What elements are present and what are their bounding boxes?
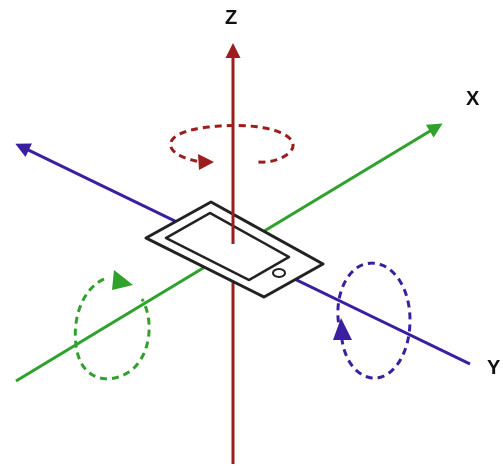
x-rotation-path (73, 277, 151, 381)
y-rotation-path (336, 261, 412, 380)
device-screen (164, 211, 291, 282)
y-axis-label: Y (487, 357, 501, 379)
smartphone-icon (144, 200, 325, 299)
device-home-button (272, 268, 286, 278)
x-rotation-arrow-icon (73, 270, 151, 381)
y-rotation-arrow-icon (333, 261, 412, 380)
z-axis-label: Z (225, 7, 237, 29)
x-rotation-arrowhead (112, 270, 133, 290)
z-rotation-arrow-icon (169, 124, 295, 170)
x-axis-label: X (466, 88, 480, 110)
y-rotation-arrowhead (333, 318, 352, 340)
z-rotation-path (169, 124, 295, 165)
z-rotation-arrowhead (198, 154, 214, 170)
